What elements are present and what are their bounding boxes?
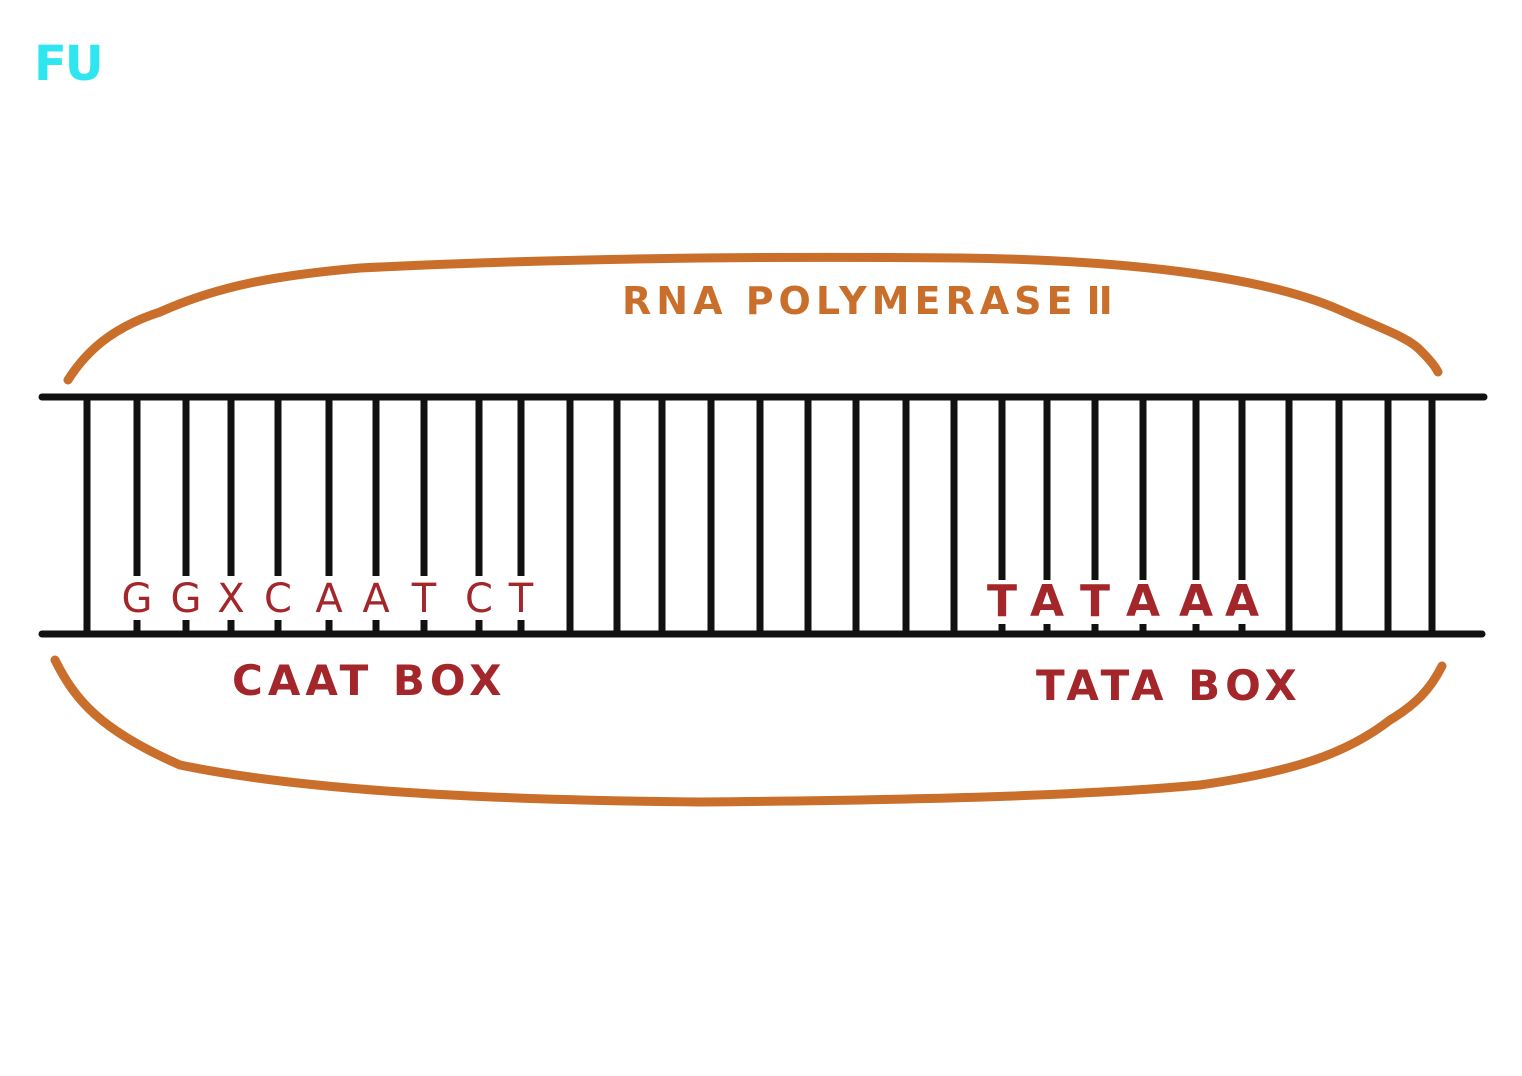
base-letter-backing	[215, 576, 247, 620]
enzyme-numeral: II	[1087, 279, 1111, 323]
base-letter: T	[508, 576, 534, 622]
base-letter-backing	[360, 576, 392, 620]
base-letter-backing	[1226, 580, 1258, 624]
base-letter-backing	[1127, 580, 1159, 624]
base-letter: T	[1080, 576, 1110, 627]
base-letter: G	[171, 576, 202, 622]
base-letter: T	[411, 576, 437, 622]
rna-polymerase-outline-top	[63, 252, 1443, 385]
base-letter: T	[987, 576, 1017, 627]
enzyme-label: RNA POLYMERASE	[622, 279, 1077, 323]
base-letter-backing	[121, 576, 153, 620]
base-letter-backing	[1079, 580, 1111, 624]
base-letter: X	[217, 576, 244, 622]
base-letter-backing	[1031, 580, 1063, 624]
logo-mark: FU	[34, 36, 102, 92]
base-letter-backing	[313, 576, 345, 620]
base-letter: A	[1030, 576, 1064, 627]
base-letter-backing	[986, 580, 1018, 624]
base-letter-backing	[463, 576, 495, 620]
base-letter: C	[264, 576, 292, 622]
base-letter: G	[122, 576, 153, 622]
base-letter: A	[315, 576, 343, 622]
caat-box-label: CAAT BOX	[232, 656, 506, 705]
base-letter-backing	[262, 576, 294, 620]
tata-box-label: TATA BOX	[1036, 661, 1302, 710]
base-letter: A	[1126, 576, 1160, 627]
rna-polymerase-outline-bottom	[50, 655, 1447, 807]
base-letter: A	[1179, 576, 1213, 627]
base-letter-backing	[408, 576, 440, 620]
base-letter-backing	[505, 576, 537, 620]
base-letter-backing	[170, 576, 202, 620]
base-letter: A	[362, 576, 390, 622]
base-letter-backing	[1180, 580, 1212, 624]
base-letter: C	[465, 576, 493, 622]
enzyme-label-group: RNA POLYMERASE II	[622, 279, 1111, 323]
base-letter: A	[1225, 576, 1259, 627]
